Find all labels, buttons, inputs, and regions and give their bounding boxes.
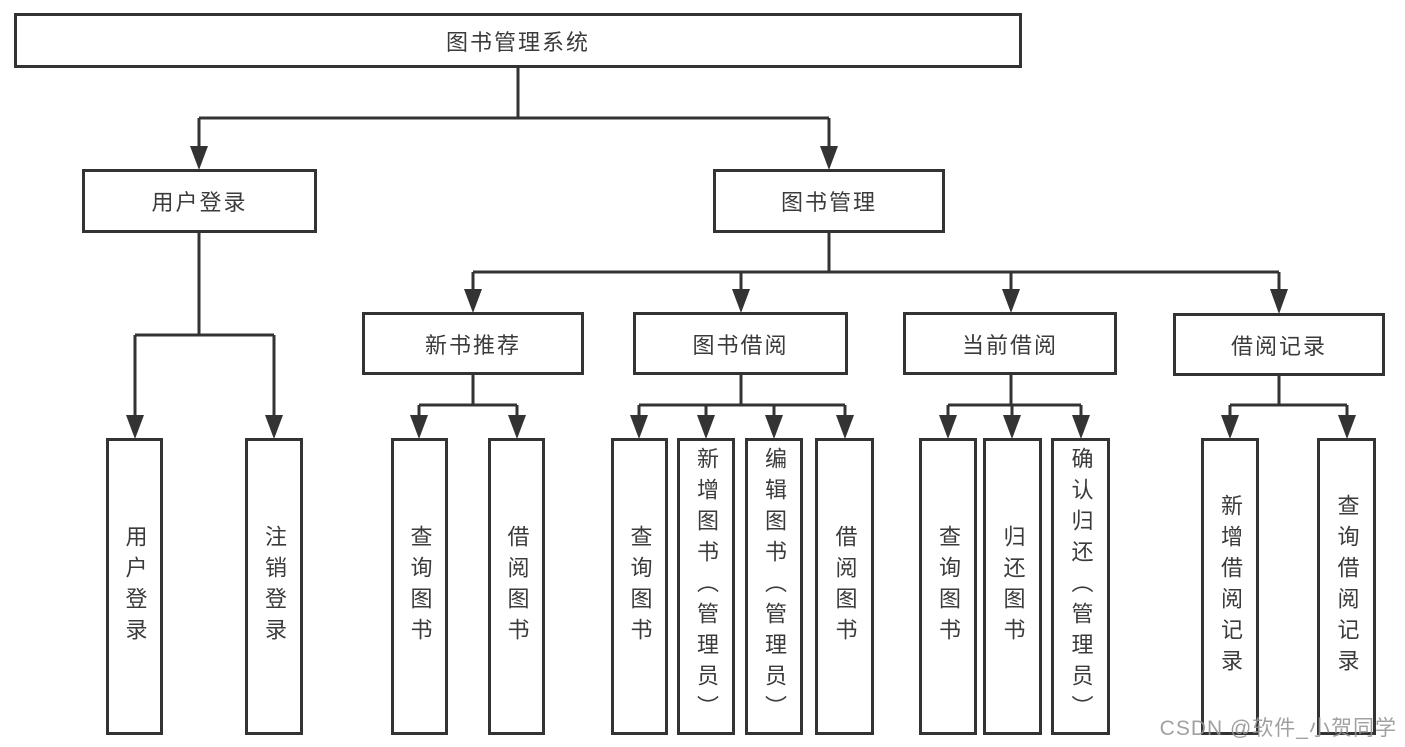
leaf-label: 借阅图书 <box>504 524 530 649</box>
node-query-books-current: 查询图书 <box>919 438 977 735</box>
node-book-borrowing-label: 图书借阅 <box>692 332 789 358</box>
leaf-label: 查询图书 <box>936 524 961 649</box>
node-query-books-borrowing: 查询图书 <box>611 438 668 735</box>
leaf-label: 编辑图书（管理员） <box>762 447 787 726</box>
node-add-books-admin: 新增图书（管理员） <box>677 438 735 735</box>
node-user-login-action: 用户登录 <box>106 438 163 735</box>
node-logout-action: 注销登录 <box>245 438 303 735</box>
leaf-label: 查询图书 <box>627 524 653 649</box>
node-user-login: 用户登录 <box>82 169 317 233</box>
node-confirm-return-admin: 确认归还（管理员） <box>1051 438 1110 735</box>
leaf-label: 新增图书（管理员） <box>694 447 719 726</box>
leaf-label: 归还图书 <box>1000 524 1026 649</box>
node-edit-books-admin: 编辑图书（管理员） <box>745 438 803 735</box>
leaf-label: 注销登录 <box>262 524 287 649</box>
node-current-borrowing: 当前借阅 <box>903 312 1117 375</box>
leaf-label: 用户登录 <box>122 524 148 649</box>
node-book-management-label: 图书管理 <box>780 190 877 215</box>
node-add-borrow-record: 新增借阅记录 <box>1201 438 1259 735</box>
leaf-label: 借阅图书 <box>832 524 858 649</box>
leaf-label: 新增借阅记录 <box>1218 493 1243 680</box>
node-user-login-label: 用户登录 <box>151 190 248 215</box>
node-library-system: 图书管理系统 <box>14 13 1022 68</box>
node-current-borrowing-label: 当前借阅 <box>961 332 1058 358</box>
csdn-watermark: CSDN @软件_小贺同学 <box>1159 717 1397 740</box>
node-new-book-recommend-label: 新书推荐 <box>424 332 521 358</box>
node-return-books: 归还图书 <box>983 438 1042 735</box>
node-book-management: 图书管理 <box>713 169 945 233</box>
node-new-book-recommend: 新书推荐 <box>362 312 584 375</box>
node-borrowing-records-label: 借阅记录 <box>1230 333 1327 359</box>
node-borrow-books-recommend: 借阅图书 <box>488 438 545 735</box>
leaf-label: 确认归还（管理员） <box>1068 447 1094 726</box>
node-library-system-label: 图书管理系统 <box>445 29 590 55</box>
node-borrow-books-borrowing: 借阅图书 <box>815 438 874 735</box>
leaf-label: 查询借阅记录 <box>1334 493 1360 680</box>
node-query-books-recommend: 查询图书 <box>391 438 448 735</box>
node-borrowing-records: 借阅记录 <box>1173 313 1385 376</box>
node-book-borrowing: 图书借阅 <box>633 312 848 375</box>
node-query-borrow-record: 查询借阅记录 <box>1317 438 1376 735</box>
leaf-label: 查询图书 <box>407 524 433 649</box>
